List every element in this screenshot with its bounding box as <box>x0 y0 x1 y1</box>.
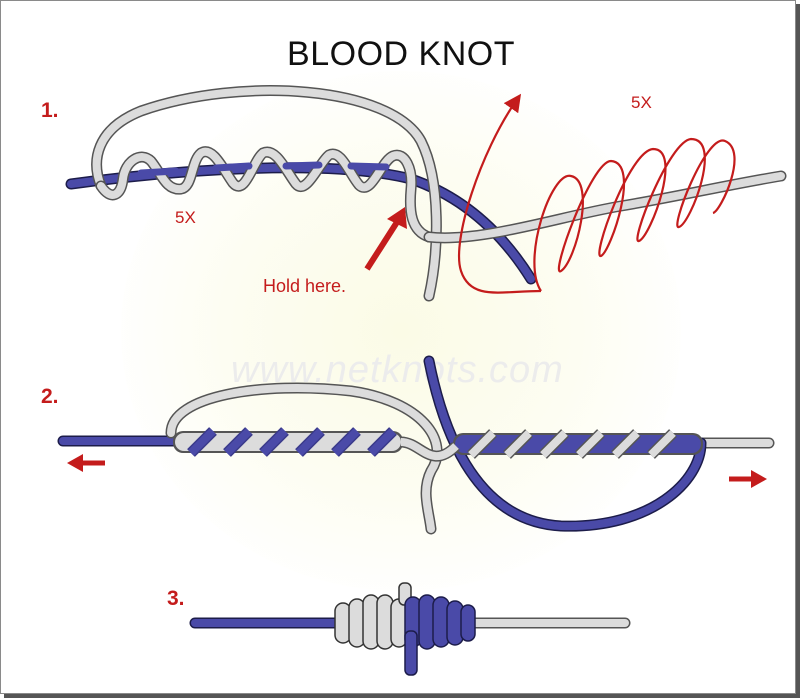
step-2-twist-left <box>173 427 403 457</box>
step-1-illustration <box>65 85 787 302</box>
step-2-number: 2. <box>41 385 59 408</box>
step-3-illustration <box>189 582 631 676</box>
step-3-white-wraps <box>334 582 412 650</box>
step-2-illustration <box>57 355 775 535</box>
pull-right-arrow <box>729 470 767 488</box>
step-3-number: 3. <box>167 587 185 610</box>
wrap-count-left-label: 5X <box>175 208 196 227</box>
step-1-number: 1. <box>41 99 59 122</box>
hold-here-label: Hold here. <box>263 276 347 296</box>
step-1-white-loop <box>91 85 442 302</box>
step-1-red-coils <box>457 93 736 294</box>
step-1-white-wraps <box>95 146 435 243</box>
hold-here-arrow <box>364 207 407 271</box>
pull-left-arrow <box>67 454 105 472</box>
wrap-count-right-label: 5X <box>631 93 652 112</box>
diagram-title: BLOOD KNOT <box>287 35 515 73</box>
step-3-blue-wraps <box>404 594 476 676</box>
step-2-twist-right <box>453 429 703 459</box>
